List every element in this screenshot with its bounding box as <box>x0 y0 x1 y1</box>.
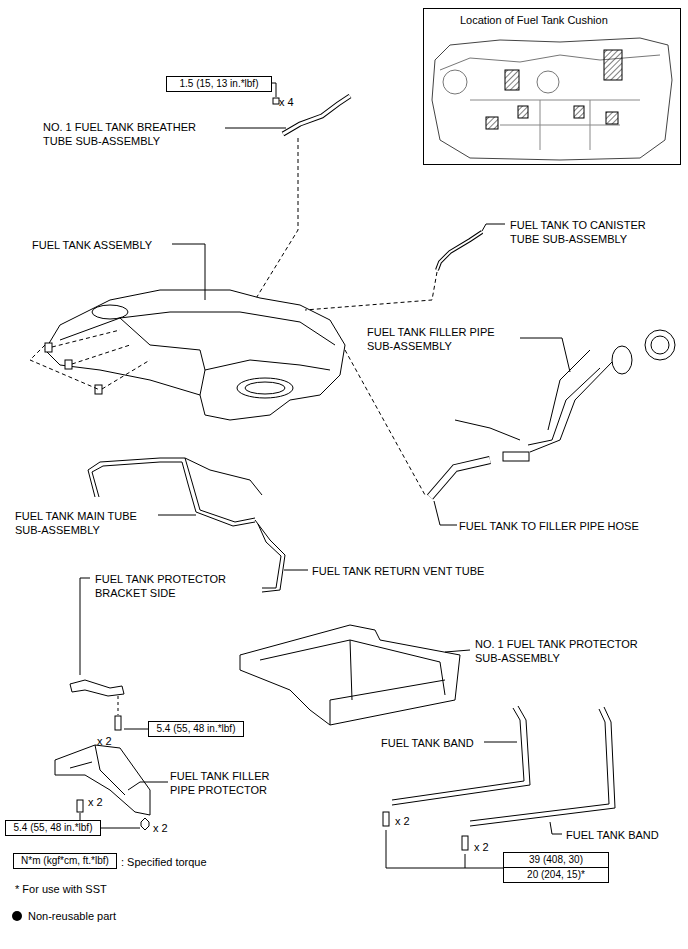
quantity-label: x 2 <box>88 795 103 809</box>
quantity-label: x 2 <box>97 734 112 748</box>
legend-dot <box>12 911 22 921</box>
part-label: FUEL TANK BAND <box>381 736 474 750</box>
part-label: FUEL TANK MAIN TUBE SUB-ASSEMBLY <box>15 509 155 537</box>
note-text: * For use with SST <box>15 882 107 896</box>
divider-line <box>504 867 608 868</box>
part-label: FUEL TANK PROTECTOR BRACKET SIDE <box>95 572 245 600</box>
quantity-label: x 2 <box>474 840 489 854</box>
part-label: NO. 1 FUEL TANK PROTECTOR SUB-ASSEMBLY <box>475 637 665 665</box>
torque-value: 39 (408, 30) <box>529 853 583 867</box>
torque-box: 39 (408, 30)20 (204, 15)* <box>503 852 609 883</box>
torque-value: 5.4 (55, 48 in.*lbf) <box>14 821 93 835</box>
torque-value: 1.5 (15, 13 in.*lbf) <box>180 77 259 91</box>
part-label: FUEL TANK BAND <box>566 828 659 842</box>
torque-box: N*m (kgf*cm, ft.*lbf) <box>13 853 117 869</box>
part-label: FUEL TANK TO FILLER PIPE HOSE <box>459 519 639 533</box>
quantity-label: x 2 <box>395 814 410 828</box>
inset-title: Location of Fuel Tank Cushion <box>460 13 608 27</box>
quantity-label: x 4 <box>279 95 294 109</box>
part-label: FUEL TANK TO CANISTER TUBE SUB-ASSEMBLY <box>510 218 670 246</box>
torque-value: 5.4 (55, 48 in.*lbf) <box>157 722 236 736</box>
legend-text: Non-reusable part <box>28 909 116 923</box>
quantity-label: x 2 <box>153 821 168 835</box>
part-label: FUEL TANK RETURN VENT TUBE <box>312 564 484 578</box>
torque-box: 1.5 (15, 13 in.*lbf) <box>166 76 272 92</box>
part-label: FUEL TANK ASSEMBLY <box>32 238 152 252</box>
torque-value: 20 (204, 15)* <box>527 868 585 882</box>
note-text: : Specified torque <box>121 855 207 869</box>
torque-value: N*m (kgf*cm, ft.*lbf) <box>21 854 109 868</box>
inset-panel: Location of Fuel Tank Cushion <box>423 8 681 165</box>
part-label: FUEL TANK FILLER PIPE PROTECTOR <box>170 769 295 797</box>
torque-box: 5.4 (55, 48 in.*lbf) <box>5 820 101 836</box>
part-label: FUEL TANK FILLER PIPE SUB-ASSEMBLY <box>367 325 517 353</box>
part-label: NO. 1 FUEL TANK BREATHER TUBE SUB-ASSEMB… <box>43 120 223 148</box>
torque-box: 5.4 (55, 48 in.*lbf) <box>148 721 244 737</box>
